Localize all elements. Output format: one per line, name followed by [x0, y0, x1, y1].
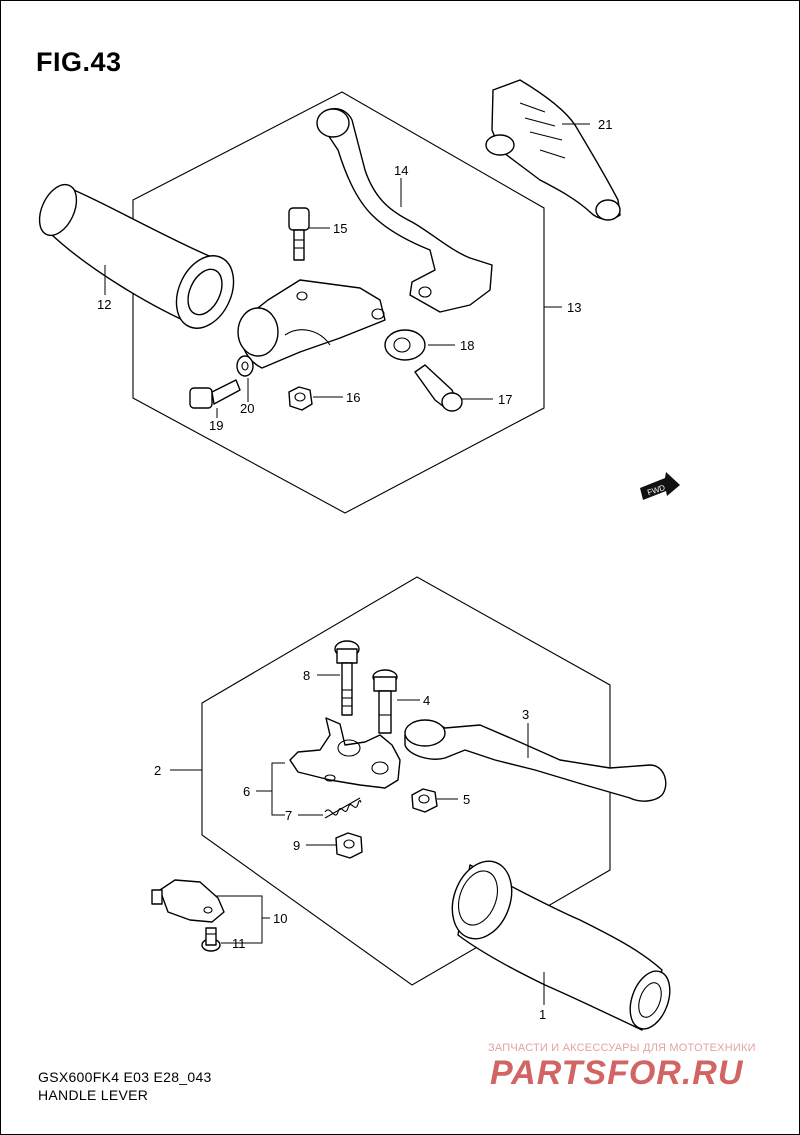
- part-16-nut: [288, 386, 313, 411]
- part-14-clutch-lever: [316, 108, 493, 313]
- lower-group-outline: [201, 576, 611, 986]
- model-code: GSX600FK4 E03 E28_043: [38, 1069, 212, 1085]
- callout-2: 2: [154, 763, 161, 778]
- part-5-nut: [411, 788, 438, 813]
- callout-5: 5: [463, 792, 470, 807]
- part-9-lock-nut: [335, 832, 363, 859]
- part-18-adjuster-ring: [384, 329, 426, 361]
- part-19-bolt: [189, 379, 241, 409]
- callout-17: 17: [498, 392, 512, 407]
- callout-1: 1: [539, 1007, 546, 1022]
- callout-16: 16: [346, 390, 360, 405]
- callout-13: 13: [567, 300, 581, 315]
- callout-19: 19: [209, 418, 223, 433]
- figure-title: FIG.43: [36, 47, 122, 77]
- part-21-lever-cover: [485, 79, 621, 221]
- callout-21: 21: [598, 117, 612, 132]
- clutch-lever-bracket: [237, 279, 386, 369]
- callout-15: 15: [333, 221, 347, 236]
- part-4-pivot-pin: [372, 669, 398, 734]
- callout-10: 10: [273, 911, 287, 926]
- part-15-pivot-bolt: [288, 207, 310, 261]
- part-17-cable-adjuster: [414, 364, 463, 412]
- upper-leader-lines: [104, 123, 590, 418]
- part-3-brake-lever: [404, 719, 667, 802]
- forward-direction-badge: FWD: [640, 472, 680, 500]
- watermark-logo: PARTSFOR.RU: [490, 1054, 744, 1092]
- callout-18: 18: [460, 338, 474, 353]
- part-20-washer: [236, 355, 254, 377]
- part-12-left-grip: [38, 183, 235, 329]
- callout-11: 11: [232, 936, 246, 951]
- callout-6: 6: [243, 784, 250, 799]
- callout-9: 9: [293, 838, 300, 853]
- callout-20: 20: [240, 401, 254, 416]
- callout-4: 4: [423, 693, 430, 708]
- part-10-brake-switch: [151, 879, 225, 923]
- part-7-spring: [324, 797, 362, 819]
- part-1-right-grip: [451, 860, 671, 1031]
- callout-12: 12: [97, 297, 111, 312]
- callout-7: 7: [285, 808, 292, 823]
- callout-8: 8: [303, 668, 310, 683]
- figure-caption: HANDLE LEVER: [38, 1087, 149, 1103]
- part-8-bolt: [334, 640, 360, 716]
- callout-14: 14: [394, 163, 408, 178]
- part-11-screw: [201, 927, 221, 952]
- callout-3: 3: [522, 707, 529, 722]
- part-6-adjuster: [289, 717, 401, 789]
- upper-group-outline: [132, 91, 545, 514]
- lower-leader-lines: [170, 674, 545, 1005]
- watermark-tagline: ЗАПЧАСТИ И АКСЕССУАРЫ ДЛЯ МОТОТЕХНИКИ: [488, 1042, 756, 1054]
